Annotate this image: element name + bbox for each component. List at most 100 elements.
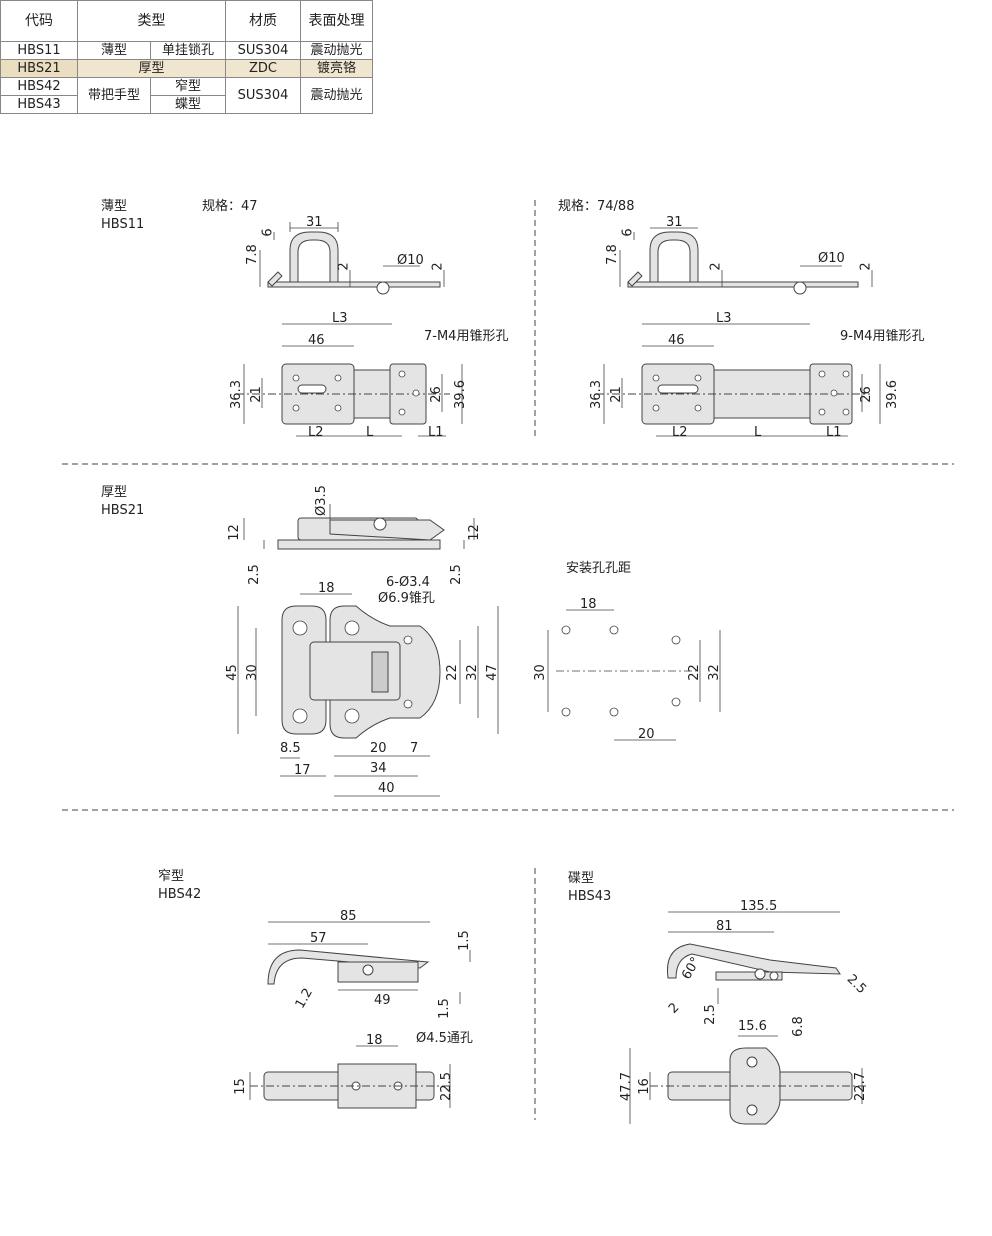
- dim-label: 85: [340, 909, 357, 924]
- dim-label: 32: [706, 664, 722, 681]
- thin-74-top-view: [596, 363, 870, 425]
- dim-label: 31: [306, 215, 323, 230]
- header-finish: 表面处理: [300, 0, 373, 42]
- dim-label: L1: [826, 425, 842, 440]
- narrow-top-view: [250, 1063, 450, 1109]
- dim-label: 18: [366, 1033, 383, 1048]
- dim-label: Ø10: [397, 253, 424, 268]
- dim-label: 22.7: [852, 1072, 868, 1101]
- dim-label: 2.5: [246, 564, 262, 585]
- dim-label: 22: [686, 664, 702, 681]
- butterfly-type-code: HBS43: [568, 889, 612, 904]
- thin-47-top-view: [236, 363, 450, 425]
- dim-label: 20: [370, 741, 387, 756]
- thin-47-top-dims: [243, 323, 463, 437]
- butterfly-top-dims: [629, 1035, 863, 1124]
- dim-label: Ø10: [818, 251, 845, 266]
- dim-label: 36.3: [588, 380, 604, 409]
- thin-47-holes: [292, 370, 420, 416]
- thick-top-view: [281, 605, 441, 739]
- dim-label: 45: [224, 664, 240, 681]
- cell-code: HBS21: [0, 59, 78, 78]
- dim-label: L3: [332, 311, 348, 326]
- dim-label: 31: [666, 215, 683, 230]
- thick-csk-note: Ø6.9锥孔: [378, 591, 435, 606]
- dim-label: 2.5: [702, 1004, 718, 1025]
- dim-label: 1.5: [436, 998, 452, 1019]
- cell-subtype: 蝶型: [150, 95, 226, 114]
- thin-74-top-dims: [603, 323, 881, 437]
- dim-label: 39.6: [452, 380, 468, 409]
- table-row: HBS21 厚型 ZDC 镀亮铬: [0, 59, 373, 78]
- thick-holes: [292, 620, 413, 724]
- narrow-type-name: 窄型: [158, 869, 185, 884]
- dim-label: L2: [308, 425, 324, 440]
- dim-label: 15: [232, 1078, 248, 1095]
- thin-47-side-view: [267, 231, 441, 295]
- dim-label: 46: [668, 333, 685, 348]
- dim-label: 39.6: [884, 380, 900, 409]
- thin-74-holes-note: 9-M4用锥形孔: [840, 329, 925, 344]
- cell-code: HBS42: [0, 77, 78, 96]
- dim-label: 2: [708, 262, 724, 271]
- table-header-row: 代码 类型 材质 表面处理: [0, 0, 373, 42]
- thick-side-dims: [243, 504, 475, 549]
- narrow-hole-note: Ø4.5通孔: [416, 1031, 473, 1046]
- dim-label: 17: [294, 763, 311, 778]
- dim-label: 57: [310, 931, 327, 946]
- dim-label: 21: [248, 386, 264, 403]
- dim-label: 32: [464, 664, 480, 681]
- thin-74-side-dims: [619, 227, 873, 287]
- narrow-side-view: [267, 949, 430, 985]
- butterfly-top-view: [650, 1047, 866, 1125]
- dim-label: 47.7: [618, 1072, 634, 1101]
- hole-pitch-diagram: [547, 609, 721, 741]
- narrow-side-dims: [268, 921, 471, 1004]
- dim-label: 8.5: [280, 741, 301, 756]
- dim-label: 2: [430, 262, 446, 271]
- dim-label: 18: [318, 581, 335, 596]
- dim-label: 2.5: [448, 564, 464, 585]
- thick-type-name: 厚型: [101, 485, 128, 500]
- thin-74-holes: [652, 370, 850, 416]
- dim-label: 30: [244, 664, 260, 681]
- thin-spec-74-88: 规格：74/88: [558, 199, 635, 214]
- dim-label: 47: [484, 664, 500, 681]
- dim-label: 2: [858, 262, 874, 271]
- cell-finish: 镀亮铬: [300, 59, 373, 78]
- dim-label: 15.6: [738, 1019, 767, 1034]
- dim-label: 7: [410, 741, 419, 756]
- dim-label: 20: [638, 727, 655, 742]
- butterfly-type-name: 碟型: [568, 871, 595, 886]
- dim-label: 18: [580, 597, 597, 612]
- thin-type-code: HBS11: [101, 217, 145, 232]
- dim-label: 2: [336, 262, 352, 271]
- dim-label: 40: [378, 781, 395, 796]
- dim-label: 7.8: [244, 244, 260, 265]
- dim-label: 12: [466, 524, 482, 541]
- dim-label: L: [366, 425, 374, 440]
- thin-type-name: 薄型: [101, 199, 128, 214]
- dim-label: 1.5: [456, 930, 472, 951]
- dim-label: Ø3.5: [313, 485, 329, 516]
- narrow-type-code: HBS42: [158, 887, 202, 902]
- dim-label: 26: [428, 386, 444, 403]
- dim-label: 16: [636, 1078, 652, 1095]
- header-code: 代码: [0, 0, 78, 42]
- dim-label: 34: [370, 761, 387, 776]
- spec-table: 代码 类型 材质 表面处理 HBS11 薄型 单挂锁孔 SUS304 震动抛光 …: [0, 0, 373, 114]
- dim-label: 26: [858, 386, 874, 403]
- dim-label: 135.5: [740, 899, 778, 914]
- cell-code: HBS43: [0, 95, 78, 114]
- narrow-top-dims: [249, 1045, 451, 1108]
- header-type: 类型: [77, 0, 226, 42]
- dim-label: 36.3: [228, 380, 244, 409]
- table-row: HBS42 带把手型 窄型 SUS304 震动抛光: [0, 77, 373, 114]
- thin-47-holes-note: 7-M4用锥形孔: [424, 329, 509, 344]
- dim-label: L3: [716, 311, 732, 326]
- dim-label: 81: [716, 919, 733, 934]
- thin-74-side-view: [627, 231, 859, 295]
- dim-label: 22: [444, 664, 460, 681]
- thick-holes-note: 6-Ø3.4: [386, 575, 430, 590]
